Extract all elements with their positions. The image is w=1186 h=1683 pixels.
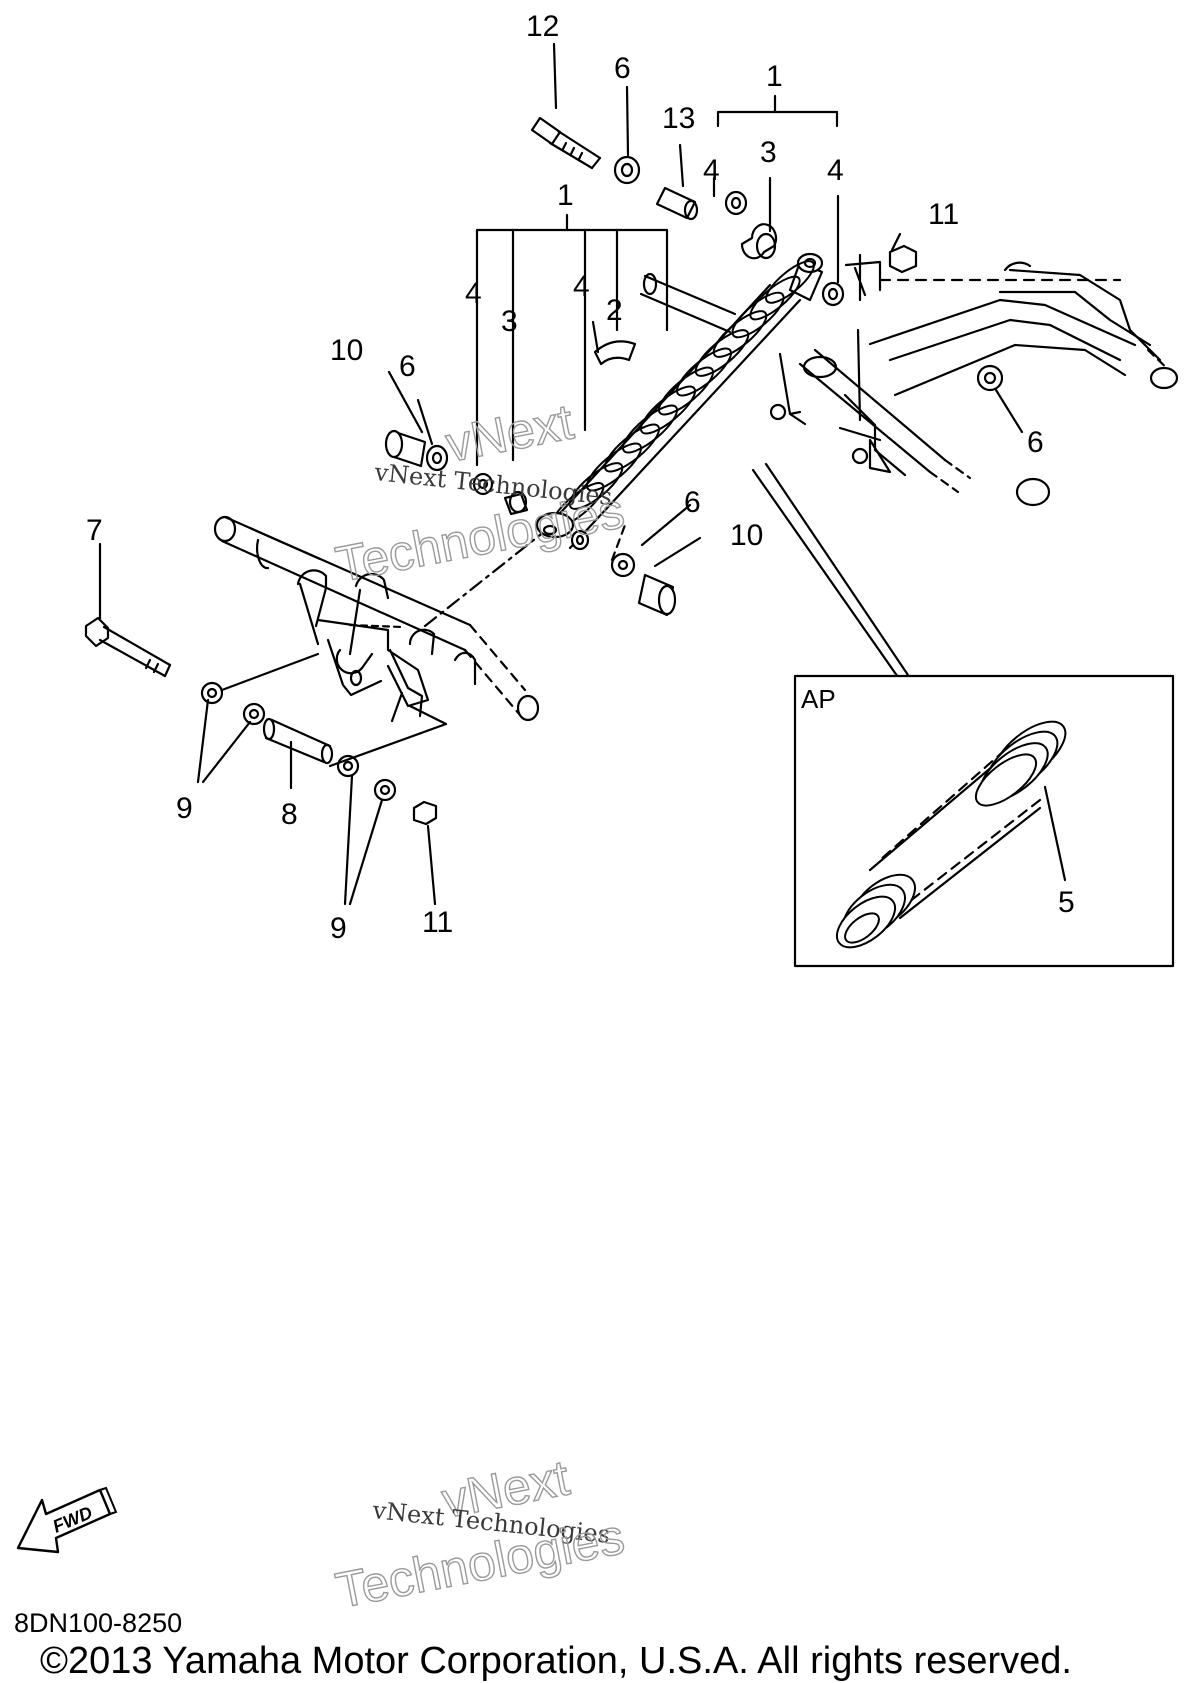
callout-7: 7 — [86, 514, 103, 547]
bushing-3-top — [740, 223, 778, 260]
callout-5: 5 — [1058, 886, 1075, 919]
bolt-7-drawing — [84, 616, 172, 678]
shock-absorber-drawing — [535, 252, 824, 550]
washer-9-d-drawing — [373, 778, 397, 802]
callout-12: 12 — [526, 10, 559, 43]
washer-9-a-drawing — [200, 681, 224, 705]
washer-6-left-drawing — [425, 444, 449, 472]
callout-1-top: 1 — [766, 60, 783, 93]
washer-6-right-drawing — [976, 364, 1004, 392]
collar-13-drawing — [655, 186, 699, 221]
watermark-middle-line3: Technologies — [331, 482, 628, 593]
callout-4-top-right: 4 — [827, 154, 844, 187]
nut-11-top-drawing — [888, 244, 918, 274]
watermark-bottom: vNext vNext Technologies Technologies — [331, 1449, 630, 1620]
callout-6-left: 6 — [399, 350, 416, 383]
callout-11-bottom: 11 — [422, 906, 453, 939]
bushing-3-mid-drawing — [503, 490, 529, 516]
callout-11-top: 11 — [928, 198, 959, 231]
callout-10-left: 10 — [330, 334, 363, 367]
callout-8: 8 — [281, 798, 298, 831]
oil-seal-4-left-drawing — [472, 472, 494, 496]
callout-4-mid-right: 4 — [573, 270, 590, 303]
callout-4-top-left: 4 — [703, 154, 720, 187]
watermark-middle-line1: vNext — [441, 393, 577, 472]
callout-6-mid-right: 6 — [684, 486, 701, 519]
upper-arm-drawing — [639, 253, 1179, 507]
fwd-arrow-icon: FWD — [16, 1486, 118, 1554]
callout-9-right: 9 — [330, 912, 347, 945]
callout-3-top: 3 — [760, 136, 777, 169]
collar-10-right-drawing — [637, 573, 677, 617]
callout-3-mid: 3 — [501, 305, 518, 338]
boot-5-drawing — [836, 720, 1067, 949]
collar-8-drawing — [262, 717, 334, 765]
callout-9-left: 9 — [176, 792, 193, 825]
callout-13: 13 — [662, 102, 695, 135]
part-code: 8DN100-8250 — [14, 1608, 183, 1638]
oil-seal-4-top-left — [724, 190, 748, 216]
collar-10-left-drawing — [384, 429, 427, 468]
bolt-12-drawing — [530, 116, 602, 170]
lower-arm-drawing — [213, 515, 540, 723]
nut-11-bottom-drawing — [412, 800, 438, 826]
washer-6-top-drawing — [613, 155, 641, 185]
callout-labels: 12 6 13 1 3 4 4 11 1 4 3 4 2 10 6 6 6 10… — [86, 10, 1075, 945]
oil-seal-4-mid-drawing — [570, 529, 590, 551]
callout-6-right: 6 — [1027, 426, 1044, 459]
callout-1-mid: 1 — [557, 179, 574, 212]
oil-seal-4-top-right — [821, 281, 845, 307]
callout-10-right: 10 — [730, 519, 763, 552]
callout-6-top: 6 — [614, 52, 631, 85]
washer-6-mid-right-drawing — [610, 552, 636, 578]
callout-2: 2 — [606, 294, 623, 327]
callout-4-mid-left: 4 — [465, 277, 482, 310]
inset-label-ap: AP — [801, 684, 836, 714]
copyright-notice: ©2013 Yamaha Motor Corporation, U.S.A. A… — [40, 1640, 1072, 1682]
spacer-2-drawing — [593, 340, 637, 366]
washer-9-b-drawing — [242, 702, 266, 726]
